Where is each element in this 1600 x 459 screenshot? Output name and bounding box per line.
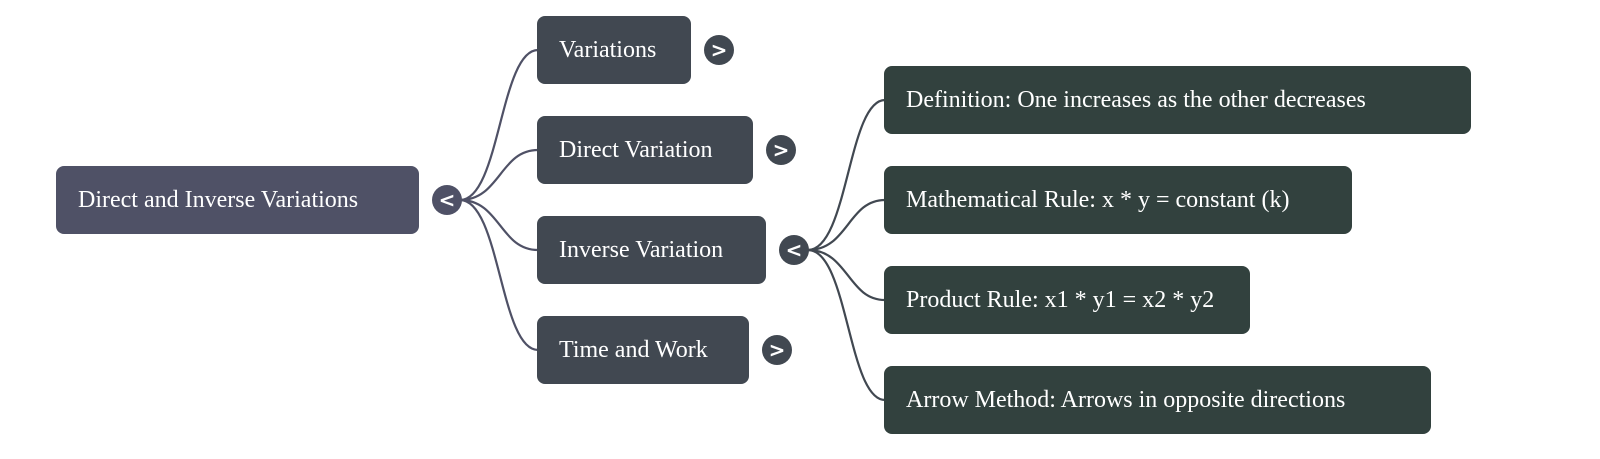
expand-icon[interactable]: > [766,135,796,165]
node-time-and-work[interactable]: Time and Work [537,316,749,384]
node-label: Arrow Method: Arrows in opposite directi… [906,387,1346,413]
root-node-label: Direct and Inverse Variations [78,187,359,213]
connector-root-to-direct-variation [459,148,539,202]
expand-icon[interactable]: > [762,335,792,365]
collapse-icon[interactable]: < [779,235,809,265]
collapse-icon[interactable]: < [432,185,462,215]
expand-icon[interactable]: > [704,35,734,65]
node-arrow-method[interactable]: Arrow Method: Arrows in opposite directi… [884,366,1431,434]
connector-inverse-to-arrow-method [807,248,886,402]
node-definition[interactable]: Definition: One increases as the other d… [884,66,1471,134]
node-label: Time and Work [559,337,708,363]
node-variations[interactable]: Variations [537,16,691,84]
connector-inverse-to-definition [807,98,886,252]
connector-inverse-to-mathematical-rule [807,198,886,252]
node-inverse-variation[interactable]: Inverse Variation [537,216,766,284]
connector-root-to-inverse-variation [459,198,539,252]
node-product-rule[interactable]: Product Rule: x1 * y1 = x2 * y2 [884,266,1250,334]
connector-root-to-time-and-work [459,198,539,352]
node-label: Variations [559,37,657,63]
node-label: Definition: One increases as the other d… [906,87,1366,113]
node-direct-variation[interactable]: Direct Variation [537,116,753,184]
connector-root-to-variations [459,48,539,202]
node-label: Mathematical Rule: x * y = constant (k) [906,187,1290,213]
node-mathematical-rule[interactable]: Mathematical Rule: x * y = constant (k) [884,166,1352,234]
node-label: Inverse Variation [559,237,724,263]
root-node[interactable]: Direct and Inverse Variations [56,166,419,234]
node-label: Direct Variation [559,137,713,163]
node-label: Product Rule: x1 * y1 = x2 * y2 [906,287,1215,313]
connector-inverse-to-product-rule [807,248,886,302]
